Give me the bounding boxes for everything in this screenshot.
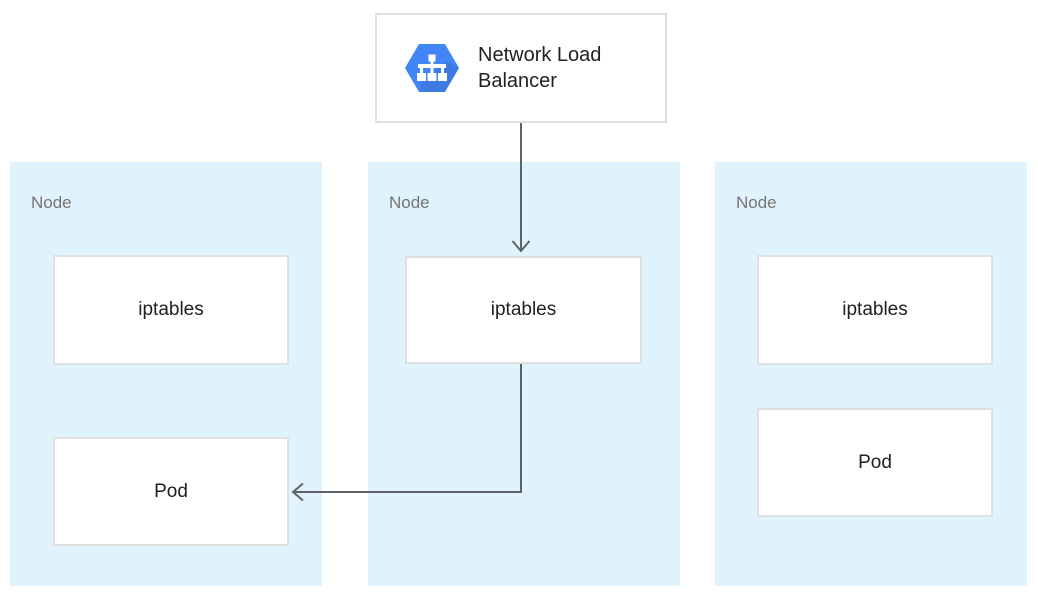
- node-2-label: Node: [389, 193, 430, 212]
- node-1-iptables-box: iptables: [53, 255, 289, 365]
- node-1-label: Node: [31, 193, 72, 212]
- node-2-iptables-label: iptables: [490, 299, 557, 320]
- node-3-label: Node: [736, 193, 777, 212]
- node-3: Node iptables Pod: [715, 162, 1027, 586]
- node-1-pod-box: Pod: [53, 437, 289, 546]
- node-3-pod-label: Pod: [858, 451, 892, 473]
- load-balancer-icon: [405, 44, 459, 92]
- node-1-iptables-label: iptables: [138, 299, 204, 320]
- node-3-iptables-label: iptables: [842, 299, 908, 320]
- load-balancer-label: Network Load Balancer: [478, 44, 602, 92]
- node-2: Node iptables: [368, 162, 680, 586]
- node-1-pod-label: Pod: [154, 480, 188, 502]
- node-3-iptables-box: iptables: [757, 255, 993, 365]
- node-1: Node iptables Pod: [10, 162, 322, 586]
- node-3-pod-box: Pod: [757, 408, 993, 517]
- network-load-balancer-box: Network Load Balancer: [375, 13, 667, 123]
- node-2-iptables-box: iptables: [405, 256, 642, 364]
